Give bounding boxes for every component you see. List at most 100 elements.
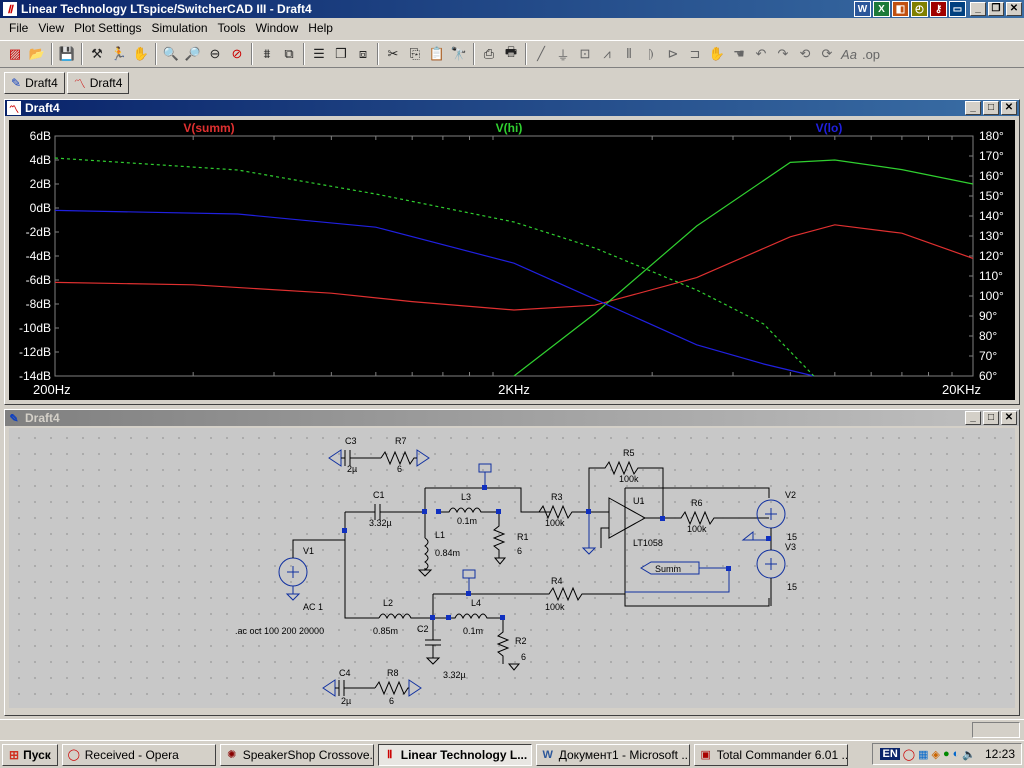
run-icon[interactable]: 🏃 — [110, 46, 128, 61]
control-panel-icon[interactable]: ⚒ — [91, 46, 103, 61]
zoom-out-icon[interactable]: ⊖ — [209, 46, 221, 61]
y-left-tick-label: 2dB — [30, 177, 51, 191]
schematic-maximize-button[interactable]: □ — [983, 411, 999, 425]
volume-tray-icon[interactable]: 🔈 — [962, 748, 976, 761]
language-indicator[interactable]: EN — [880, 748, 900, 760]
plot-window-title-bar[interactable]: 〽 Draft4 _ □ ✕ — [5, 100, 1019, 116]
plot-frame — [54, 135, 974, 377]
diode-icon[interactable]: ⊳ — [667, 46, 679, 61]
office-quick-icon[interactable]: ◧ — [892, 1, 909, 17]
value-r3: 100k — [545, 518, 565, 528]
menu-tools[interactable]: Tools — [217, 21, 246, 35]
menu-help[interactable]: Help — [308, 21, 333, 35]
network-tray-icon[interactable]: ▦ — [918, 748, 929, 761]
tile-horizontal-icon[interactable]: ☰ — [313, 46, 325, 61]
new-schematic-icon[interactable]: ▨ — [8, 46, 22, 61]
zoom-in-icon[interactable]: 🔍 — [162, 46, 180, 61]
shield-tray-icon[interactable]: ◈ — [931, 748, 940, 761]
draw-wire-icon[interactable]: ╱ — [537, 46, 545, 61]
open-folder-icon[interactable]: 📂 — [28, 46, 46, 61]
opera-tray-icon[interactable]: ◯ — [902, 748, 916, 761]
waveform-chart[interactable]: 6dB4dB2dB0dB-2dB-4dB-6dB-8dB-10dB-12dB-1… — [9, 120, 1015, 400]
task-speakershop[interactable]: ✺ SpeakerShop Crossove... — [219, 743, 374, 766]
inductor-icon[interactable]: ⦈ — [648, 46, 654, 61]
save-icon[interactable]: 💾 — [58, 46, 76, 61]
print-setup-icon[interactable]: ⎙ — [483, 46, 495, 61]
pick-traces-icon[interactable]: ⧉ — [284, 46, 294, 61]
schematic-window-title-bar[interactable]: ✎ Draft4 _ □ ✕ — [5, 410, 1019, 426]
task-total-commander[interactable]: ▣ Total Commander 6.01 ... — [693, 743, 848, 766]
label-c4: C4 — [339, 668, 351, 678]
text-icon[interactable]: Aa — [841, 46, 857, 62]
start-button[interactable]: ⊞ Пуск — [2, 743, 58, 766]
tab-schematic[interactable]: ✎ Draft4 — [4, 72, 65, 94]
move-hand-icon[interactable]: ✋ — [708, 46, 726, 61]
value-r2: 6 — [521, 652, 526, 662]
restore-button[interactable]: ❐ — [988, 2, 1004, 16]
menu-simulation[interactable]: Simulation — [151, 21, 208, 35]
plot-maximize-button[interactable]: □ — [983, 101, 999, 115]
schematic-close-button[interactable]: ✕ — [1001, 411, 1017, 425]
schematic-minimize-button[interactable]: _ — [965, 411, 981, 425]
close-button[interactable]: ✕ — [1006, 2, 1022, 16]
antivirus-tray-icon[interactable]: ● — [942, 748, 950, 760]
task-opera[interactable]: ◯ Received - Opera — [61, 743, 216, 766]
document-tabs: ✎ Draft4 〽 Draft4 — [0, 70, 1024, 94]
rotate-icon[interactable]: ⟲ — [799, 46, 811, 61]
find-icon[interactable]: 🔭 — [450, 46, 468, 61]
menu-window[interactable]: Window — [255, 21, 299, 35]
app-title-bar[interactable]: Ⅱ Linear Technology LTspice/SwitcherCAD … — [0, 0, 1024, 18]
value-c1: 3.32µ — [369, 518, 392, 528]
task-ltspice[interactable]: Ⅱ Linear Technology L... — [377, 743, 532, 766]
tab-plot[interactable]: 〽 Draft4 — [66, 72, 130, 94]
plot-minimize-button[interactable]: _ — [965, 101, 981, 115]
y-right-tick-label: 140° — [979, 209, 1004, 223]
y-right-tick-label: 150° — [979, 189, 1004, 203]
component-icon[interactable]: ⊐ — [689, 46, 701, 61]
zoom-pan-icon[interactable]: 🔎 — [184, 46, 202, 61]
undo-icon[interactable]: ↶ — [755, 46, 767, 61]
cascade-icon[interactable]: ❒ — [335, 46, 347, 61]
capacitor-icon[interactable]: ⫴ — [626, 46, 632, 61]
tile-vertical-icon[interactable]: ⧈ — [358, 46, 368, 61]
minimize-button[interactable]: _ — [970, 2, 986, 16]
value-r8: 6 — [389, 696, 394, 706]
label-r5: R5 — [623, 448, 635, 458]
ltspice-icon: Ⅱ — [387, 749, 393, 761]
mirror-icon[interactable]: ⟳ — [821, 46, 833, 61]
ac-directive[interactable]: .ac oct 100 200 20000 — [235, 626, 324, 636]
label-net-icon[interactable]: ⊡ — [579, 46, 591, 61]
drag-hand-icon[interactable]: ☚ — [733, 46, 745, 61]
key-quick-icon[interactable]: ⚷ — [930, 1, 947, 17]
menu-file[interactable]: File — [9, 21, 29, 35]
value-r5: 100k — [619, 474, 639, 484]
redo-icon[interactable]: ↷ — [777, 46, 789, 61]
task-word[interactable]: W Документ1 - Microsoft ... — [535, 743, 690, 766]
plot-close-button[interactable]: ✕ — [1001, 101, 1017, 115]
value-v2: 15 — [787, 532, 797, 542]
print-icon[interactable]: 🖶 — [504, 44, 518, 59]
clock-quick-icon[interactable]: ◴ — [911, 1, 928, 17]
schematic-drawing[interactable]: C3 2µ R7 6 C1 3.32µ L3 0.1m R1 6 L1 0.84… — [9, 428, 1015, 708]
display-tray-icon[interactable]: ◐ — [952, 748, 960, 760]
paste-icon[interactable]: 📋 — [428, 46, 446, 61]
x-tick-label: 20KHz — [942, 382, 981, 397]
menu-plot-settings[interactable]: Plot Settings — [74, 21, 142, 35]
schematic-canvas[interactable]: C3 2µ R7 6 C1 3.32µ L3 0.1m R1 6 L1 0.84… — [9, 428, 1015, 708]
label-u1: U1 — [633, 496, 645, 506]
menu-view[interactable]: View — [38, 21, 65, 35]
halt-icon[interactable]: ✋ — [132, 46, 150, 61]
ground-icon[interactable]: ⏚ — [556, 47, 570, 63]
monitor-quick-icon[interactable]: ▭ — [949, 1, 966, 17]
word-quick-icon[interactable]: W — [854, 1, 871, 17]
excel-quick-icon[interactable]: X — [873, 1, 890, 17]
spice-directive-icon[interactable]: .op — [861, 46, 881, 62]
resistor-icon[interactable]: ⩘ — [603, 46, 611, 61]
y-right-tick-label: 90° — [979, 309, 997, 323]
cut-icon[interactable]: ✂ — [387, 46, 399, 61]
label-r6: R6 — [691, 498, 703, 508]
zoom-cancel-icon[interactable]: ⊘ — [231, 46, 243, 61]
copy-icon[interactable]: ⎘ — [409, 46, 421, 61]
autorange-icon[interactable]: ⩩ — [263, 46, 271, 61]
